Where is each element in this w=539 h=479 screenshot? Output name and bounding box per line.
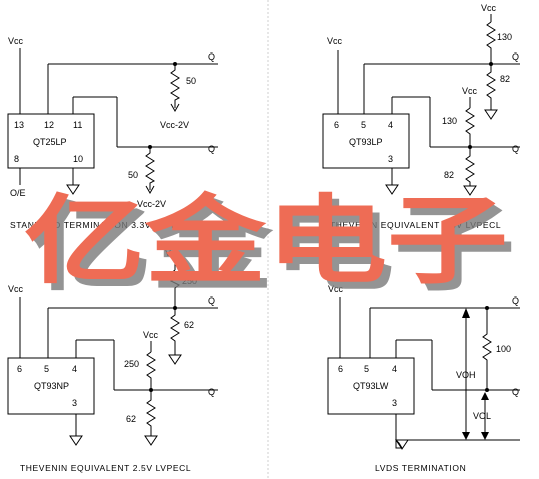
chip-qt25lp [7,113,95,169]
resistor-bot2 [465,147,475,186]
ground-icon [168,354,182,365]
oe-label: O/E [10,188,26,198]
watermark-text: 亿金电子 [24,185,508,297]
qbar-output-label: Q̄ [208,52,215,62]
circuit-caption: THEVENIN EQUIVALENT 2.5V LVPECL [20,463,191,473]
r-bot1-value: 82 [500,74,510,84]
circuit-caption: THEVENIN EQUIVALENT 3.3V LVPECL [330,220,501,230]
circuit-caption: LVDS TERMINATION [375,463,466,473]
chip-name: QT25LP [33,137,67,147]
pin-10: 10 [73,154,83,164]
qbar-output-label: Q̄ [512,296,519,306]
resistor-100 [482,308,492,390]
vcc-label: Vcc [328,284,344,294]
circuit-standard-termination: Vcc 13 12 11 QT25LP 8 10 Q̄ Q 50 Vcc-2V … [7,36,218,230]
q-output-label: Q [512,387,519,397]
r-top2-value: 130 [442,116,457,126]
vcc-label: Vcc [8,284,24,294]
r-bot2-value: 82 [444,170,454,180]
qbar-output-label: Q̄ [512,52,519,62]
pin-3: 3 [388,154,393,164]
resistor-top2 [146,351,156,390]
chip-qt93np [7,357,95,415]
chip-qt93lw [327,357,415,415]
vol-arrow-icon [481,392,489,400]
vol-label: VOL [473,411,491,421]
voh-arrow-icon [462,308,470,318]
pin-4: 4 [388,120,393,130]
vcc-label: Vcc [8,36,24,46]
pin-5: 5 [44,364,49,374]
circuit-thevenin-2v5: Vcc 6 5 4 QT93NP 3 Q̄ Q Vcc 250 62 Vcc 2… [7,248,218,473]
r2-value: 50 [128,170,138,180]
circuit-thevenin-3v3: Vcc 6 5 4 QT93LP 3 Q̄ Q Vcc 130 82 Vcc 1… [322,3,520,230]
pin-12: 12 [44,120,54,130]
pin-6: 6 [338,364,343,374]
vcc-top-label: Vcc [481,3,497,13]
svg-text:亿金电子: 亿金电子 [31,192,515,304]
chip-name: QT93NP [34,381,69,391]
r-bot1-value: 62 [184,320,194,330]
r2-termination: Vcc-2V [137,199,166,209]
q-output-label: Q [512,144,519,154]
pin-4: 4 [72,364,77,374]
chip-name: QT93LP [349,137,383,147]
pin-13: 13 [14,120,24,130]
resistor-top2 [465,107,475,147]
pin-3: 3 [72,398,77,408]
chip-qt93lp [322,113,410,169]
r-bot2-value: 62 [126,414,136,424]
pin-4: 4 [392,364,397,374]
resistor-bot2 [146,390,156,436]
ground-icon [484,109,498,120]
pin-5: 5 [361,120,366,130]
r1-termination: Vcc-2V [160,120,189,130]
r1-value: 50 [186,76,196,86]
resistor-top1 [486,21,496,64]
ground-icon [144,435,158,446]
r-top2-value: 250 [124,359,139,369]
r-top1-value: 130 [497,32,512,42]
voh-label: VOH [456,370,476,380]
resistor-bot1 [486,64,496,110]
pin-6: 6 [17,364,22,374]
watermark: 亿金电子 亿金电子 [24,185,515,304]
chip-name: QT93LW [353,381,389,391]
q-output-label: Q [208,144,215,154]
pin-5: 5 [364,364,369,374]
pin-8: 8 [14,154,19,164]
vcc-top-label: Vcc [165,248,181,258]
vcc-mid-label: Vcc [143,330,159,340]
qbar-output-label: Q̄ [208,296,215,306]
circuit-caption: STANDARD TERMINATION 3.3V LVPECL [10,220,190,230]
vcc-mid-label: Vcc [462,86,478,96]
r-value: 100 [496,344,511,354]
vcc-label: Vcc [327,36,343,46]
resistor-top1 [169,269,181,308]
pin-6: 6 [334,120,339,130]
circuit-lvds-termination: Vcc 6 5 4 QT93LW 3 Q̄ Q 100 VOH VOL [327,284,520,473]
resistor-r2 [145,147,156,190]
r-top1-value: 250 [182,276,197,286]
pin-3: 3 [392,398,397,408]
resistor-bot1 [170,308,180,355]
pin-11: 11 [73,120,82,130]
q-output-label: Q [208,387,215,397]
resistor-r1 [170,64,181,108]
ground-icon [69,435,83,446]
